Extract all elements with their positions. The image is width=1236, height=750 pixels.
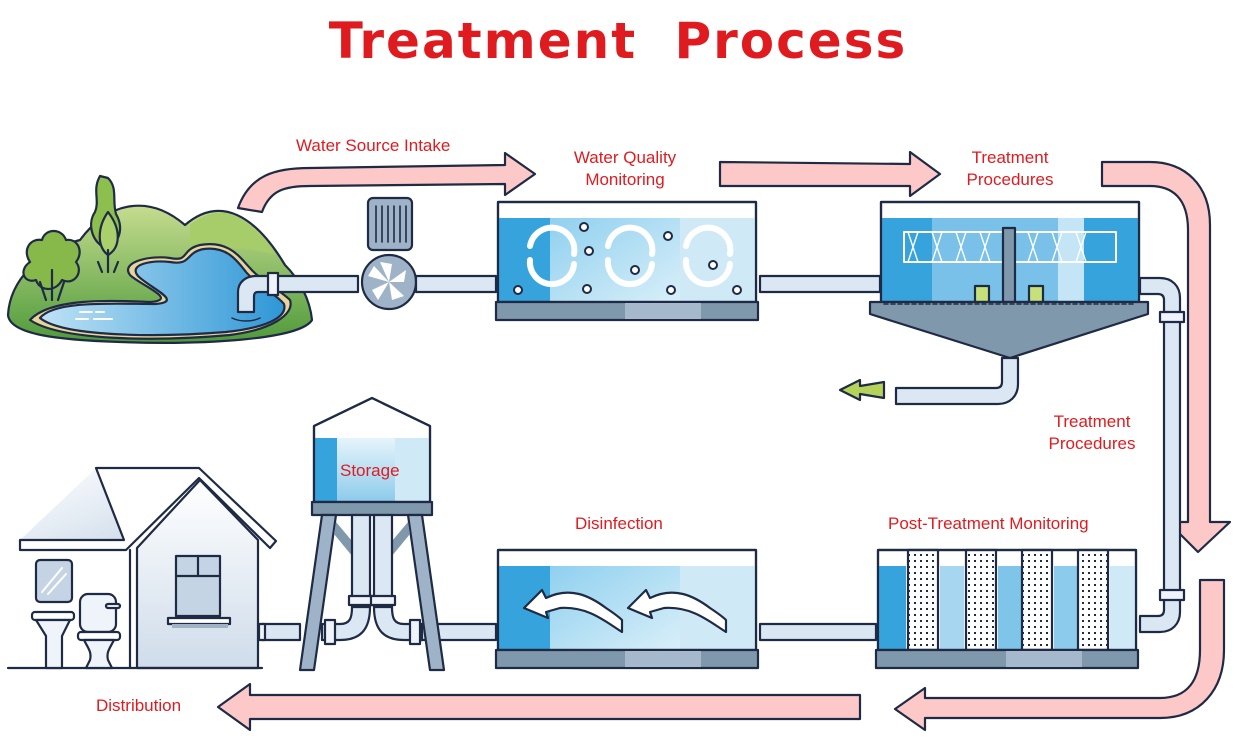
house-icon [6,466,278,670]
pipe-filter-to-disinfection [758,622,878,642]
label-disinfection: Disinfection [575,514,663,533]
label-water-quality-monitoring: Water Quality Monitoring [555,147,695,191]
label-water-source-intake: Water Source Intake [296,136,451,155]
disinfection-tank-icon [494,548,760,670]
diagram-title: Treatment Process [328,12,908,70]
pipe-clarifier-to-filter [1138,276,1182,634]
pump-motor-icon [360,196,418,311]
mixing-tank-icon [494,200,760,322]
label-treatment-procedures-top: Treatment Procedures [950,147,1070,191]
label-line: Treatment [971,148,1049,167]
sink-icon [30,558,76,670]
flow-arrow-bottom-return [893,578,1226,732]
label-line: Procedures [966,170,1054,189]
label-treatment-procedures-right: Treatment Procedures [1032,411,1152,455]
label-line: Water Quality [573,148,677,167]
flow-arrow-quality-to-treatment [718,150,942,198]
sludge-outlet-arrow [838,378,886,402]
flow-arrow-intake [236,151,537,214]
label-distribution: Distribution [96,696,182,715]
flow-arrow-down-right [1100,160,1232,554]
pipe-coupling [1158,310,1186,324]
water-tower-icon [298,396,446,672]
pipe-quality-to-clarifier [758,274,882,294]
label-line: Monitoring [585,170,665,189]
filter-tank-icon [874,548,1140,670]
clarifier-tank-icon [868,200,1150,360]
toilet-icon [76,592,122,670]
pipe-sludge-outlet [894,356,1020,406]
pipe-pump-to-quality [414,274,498,294]
pipe-coupling [1158,588,1186,602]
landscape-river-icon [6,174,314,344]
label-line: Treatment [1053,412,1131,431]
label-storage: Storage [340,461,400,480]
label-line: Procedures [1048,434,1136,453]
flow-arrow-distribution [216,682,862,732]
label-post-treatment-monitoring: Post-Treatment Monitoring [888,514,1089,533]
pipe-storage-to-house [260,622,302,642]
intake-pipe [231,271,360,322]
